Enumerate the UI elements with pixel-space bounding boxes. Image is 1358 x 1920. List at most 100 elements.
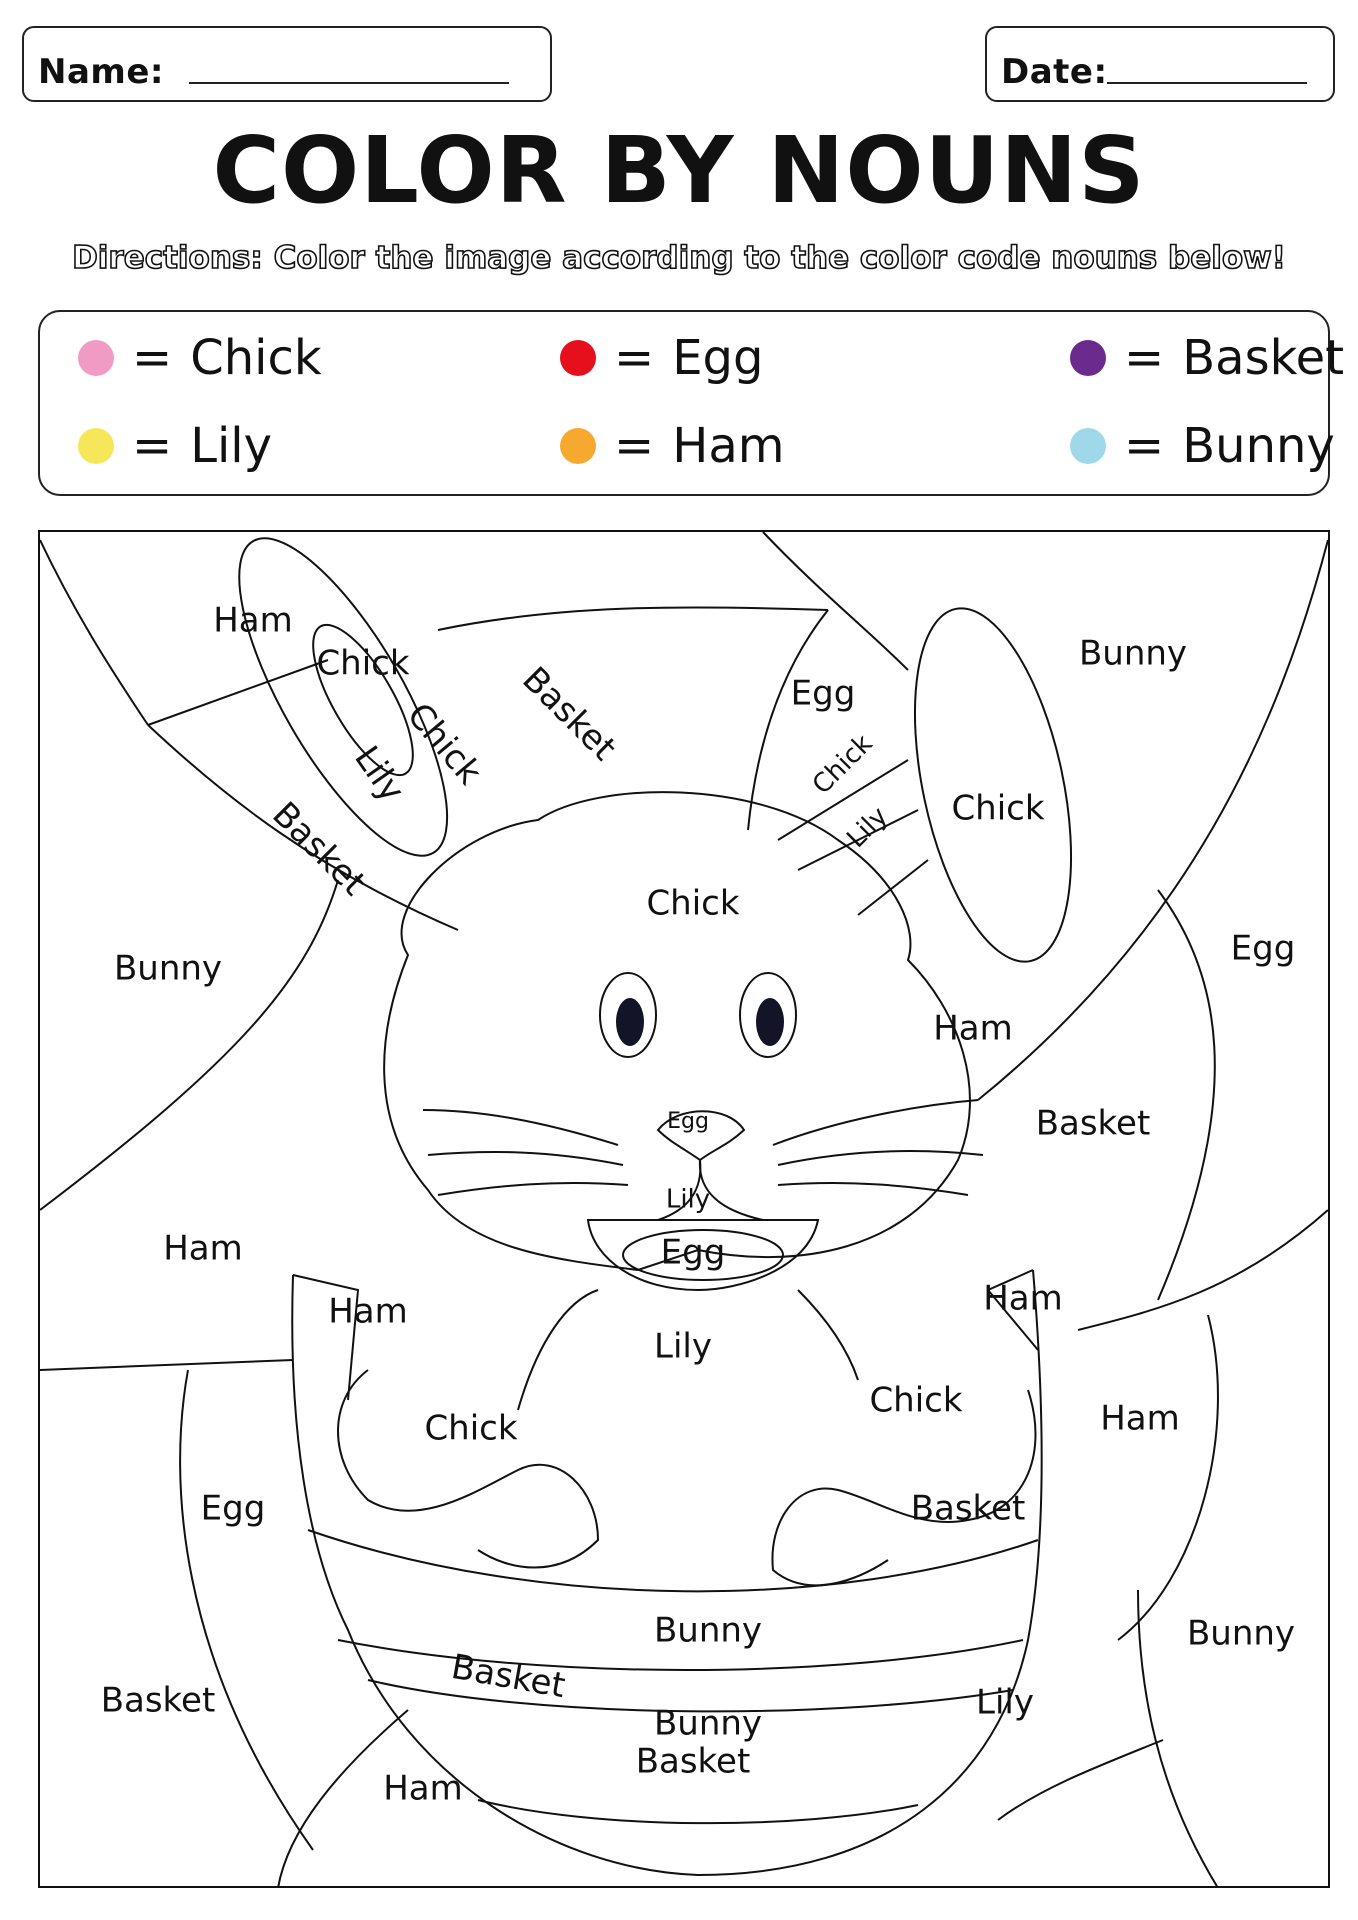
yellow-swatch-icon xyxy=(78,428,114,464)
region-line xyxy=(39,539,149,726)
page-title: COLOR BY NOUNS xyxy=(212,117,1146,224)
region-line xyxy=(147,724,459,931)
region-line xyxy=(179,1369,314,1851)
basket-band xyxy=(367,1679,1014,1713)
region-label: Lily xyxy=(841,801,894,854)
basket-band xyxy=(337,1639,1024,1671)
legend-label: Bunny xyxy=(1182,418,1335,474)
pink-swatch-icon xyxy=(78,340,114,376)
left-pupil xyxy=(616,998,644,1046)
region-line xyxy=(762,531,909,671)
region-line xyxy=(997,1739,1164,1821)
region-label: Ham xyxy=(933,1009,1013,1049)
legend-equals: = xyxy=(1124,418,1165,474)
light-blue-swatch-icon xyxy=(1070,428,1106,464)
region-line xyxy=(977,539,1329,1101)
region-line xyxy=(747,609,829,831)
name-input-line[interactable] xyxy=(189,82,509,84)
orange-swatch-icon xyxy=(560,428,596,464)
whisker xyxy=(437,1182,629,1196)
bunny-mouth xyxy=(586,1219,820,1292)
region-label: Chick xyxy=(807,729,879,801)
date-label: Date: xyxy=(1001,52,1108,92)
region-label: Basket xyxy=(911,1489,1026,1529)
bunny-nose xyxy=(656,1110,746,1162)
region-line xyxy=(277,1709,409,1888)
date-field-box: Date: xyxy=(985,26,1335,102)
whisker xyxy=(772,1099,979,1146)
legend-label: Basket xyxy=(1182,330,1345,386)
legend-label: Chick xyxy=(190,330,322,386)
left-inner-ear xyxy=(312,623,414,777)
left-ear xyxy=(238,537,449,857)
region-label: Lily xyxy=(346,739,412,809)
purple-swatch-icon xyxy=(1070,340,1106,376)
legend-item-lily: = Lily xyxy=(78,418,272,474)
region-label: Bunny xyxy=(654,1611,762,1651)
legend-item-basket: = Basket xyxy=(1070,330,1344,386)
region-line xyxy=(147,659,329,726)
legend-item-ham: = Ham xyxy=(560,418,784,474)
region-line xyxy=(1077,1209,1329,1331)
name-label: Name: xyxy=(38,52,164,92)
region-line xyxy=(1137,1589,1219,1888)
region-label: Basket xyxy=(1036,1104,1151,1144)
legend-equals: = xyxy=(1124,330,1165,386)
legend-equals: = xyxy=(132,418,173,474)
region-label: Egg xyxy=(1231,929,1296,969)
region-line xyxy=(39,1359,294,1371)
region-label: Ham xyxy=(213,601,293,641)
legend-item-bunny: = Bunny xyxy=(1070,418,1335,474)
basket-corner-right xyxy=(986,1269,1039,1351)
region-label: Ham xyxy=(328,1292,408,1332)
region-label: Lily xyxy=(666,1185,710,1215)
region-label: Bunny xyxy=(1187,1614,1295,1654)
bunny-tongue xyxy=(622,1229,784,1281)
legend-label: Egg xyxy=(672,330,764,386)
region-label: Egg xyxy=(791,674,856,714)
ear-band-line xyxy=(777,759,909,841)
region-label: Ham xyxy=(1100,1399,1180,1439)
region-label: Bunny xyxy=(654,1704,762,1744)
picture-frame xyxy=(38,530,1330,1888)
region-label: Bunny xyxy=(114,949,222,989)
ear-band-line xyxy=(797,809,919,871)
legend-equals: = xyxy=(614,330,655,386)
bunny-head xyxy=(383,791,971,1272)
legend-label: Ham xyxy=(672,418,785,474)
legend-equals: = xyxy=(132,330,173,386)
legend-label: Lily xyxy=(190,418,273,474)
region-label: Lily xyxy=(976,1683,1034,1723)
region-label: Ham xyxy=(163,1229,243,1269)
red-swatch-icon xyxy=(560,340,596,376)
directions-text: Directions: Color the image according to… xyxy=(71,239,1286,277)
basket-corner-left xyxy=(292,1274,360,1401)
region-label: Chick xyxy=(646,884,739,924)
legend-equals: = xyxy=(614,418,655,474)
right-eye xyxy=(739,972,797,1058)
region-label: Basket xyxy=(514,659,623,768)
region-label: Egg xyxy=(201,1489,266,1529)
region-label: Basket xyxy=(264,794,373,903)
right-paw xyxy=(771,1389,1037,1587)
region-line xyxy=(1117,1314,1219,1641)
region-line xyxy=(39,879,339,1211)
region-label: Basket xyxy=(636,1742,751,1782)
name-field-box: Name: xyxy=(22,26,552,102)
region-label: Egg xyxy=(667,1109,709,1134)
coloring-picture[interactable]: Ham Chick Basket Egg Bunny Chick Lily Ch… xyxy=(38,530,1330,1888)
basket-outline xyxy=(291,1269,1043,1877)
region-label: Chick xyxy=(316,644,409,684)
date-input-line[interactable] xyxy=(1107,82,1307,84)
region-line xyxy=(1157,889,1216,1301)
left-eye xyxy=(599,972,657,1058)
right-pupil xyxy=(756,998,784,1046)
legend-item-chick: = Chick xyxy=(78,330,322,386)
region-label: Chick xyxy=(951,789,1044,829)
right-ear xyxy=(913,607,1073,963)
region-label: Egg xyxy=(661,1233,726,1273)
region-line xyxy=(437,606,829,631)
whisker xyxy=(777,1150,984,1166)
region-label: Ham xyxy=(383,1769,463,1809)
mouth-line xyxy=(698,1159,764,1221)
